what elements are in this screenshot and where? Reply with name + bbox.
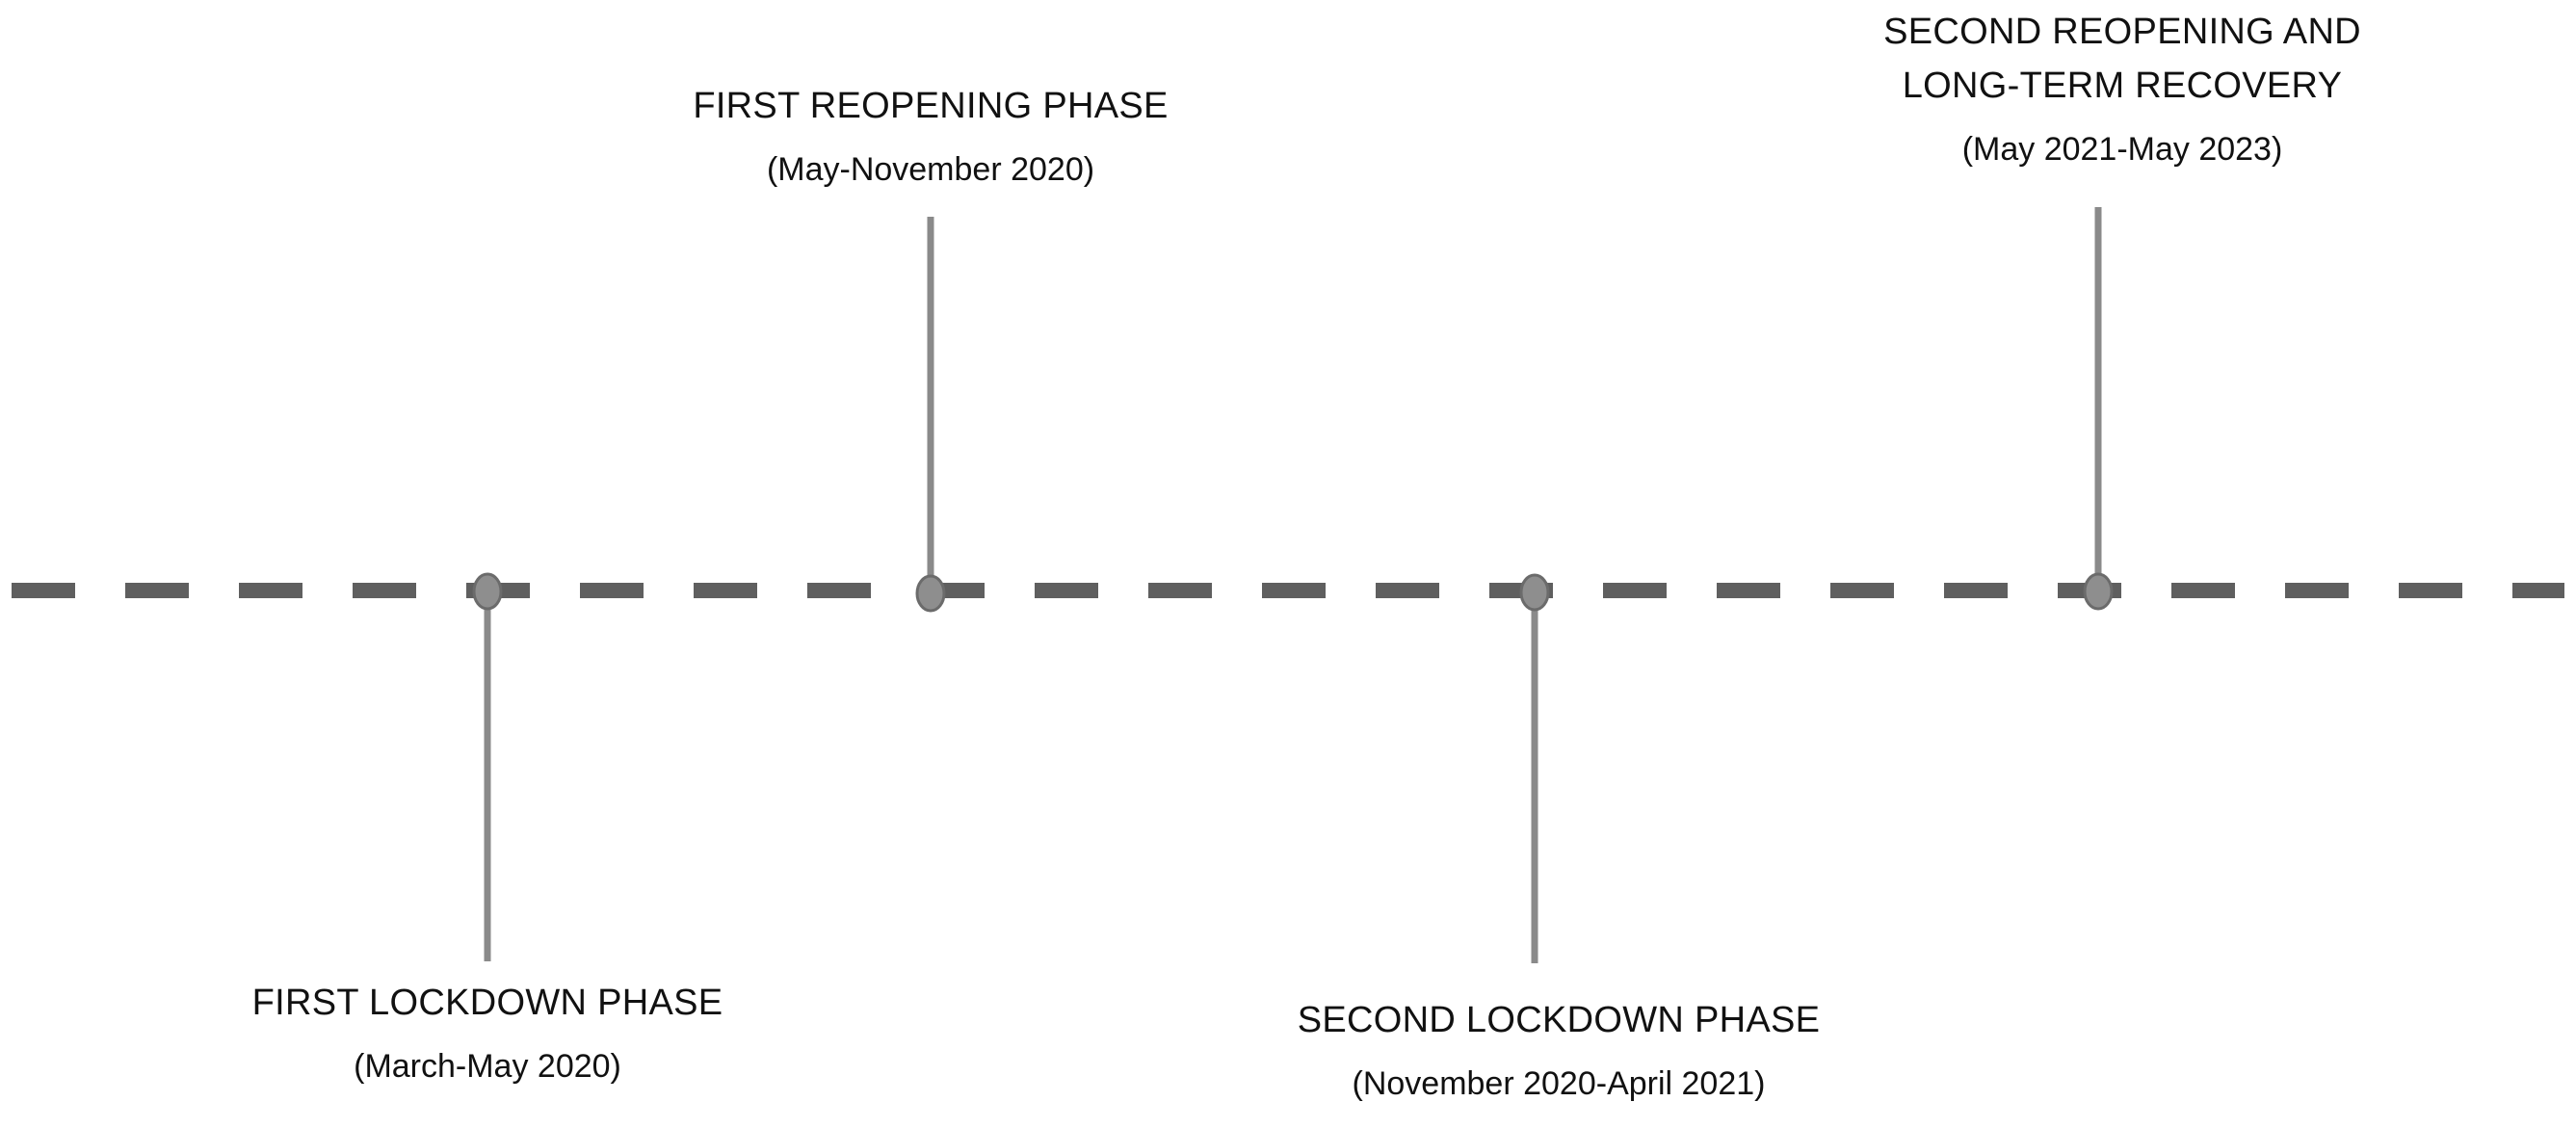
phase-dates: (November 2020-April 2021): [1352, 1065, 1766, 1102]
phase-label-second-lockdown: SECOND LOCKDOWN PHASE (November 2020-Apr…: [1193, 993, 1925, 1107]
phase-label-first-reopening: FIRST REOPENING PHASE (May-November 2020…: [565, 79, 1297, 193]
phase-dates: (May-November 2020): [766, 151, 1095, 188]
timeline-node-first-reopening: [915, 574, 946, 613]
timeline-node-first-lockdown: [472, 572, 503, 611]
phase-label-first-lockdown: FIRST LOCKDOWN PHASE (March-May 2020): [121, 976, 854, 1089]
phase-dates: (May 2021-May 2023): [1961, 131, 2283, 168]
phase-label-second-reopening: SECOND REOPENING AND LONG-TERM RECOVERY …: [1756, 5, 2488, 172]
phase-dates: (March-May 2020): [354, 1048, 621, 1085]
phase-title: FIRST LOCKDOWN PHASE: [251, 983, 723, 1023]
phase-title-line-1: SECOND REOPENING AND: [1883, 12, 2361, 52]
phase-title: SECOND LOCKDOWN PHASE: [1297, 1000, 1821, 1040]
phase-title: FIRST REOPENING PHASE: [693, 86, 1169, 126]
phase-title-line-2: LONG-TERM RECOVERY: [1902, 66, 2343, 106]
timeline-node-second-lockdown: [1519, 573, 1550, 612]
timeline-node-second-reopening: [2083, 572, 2114, 611]
